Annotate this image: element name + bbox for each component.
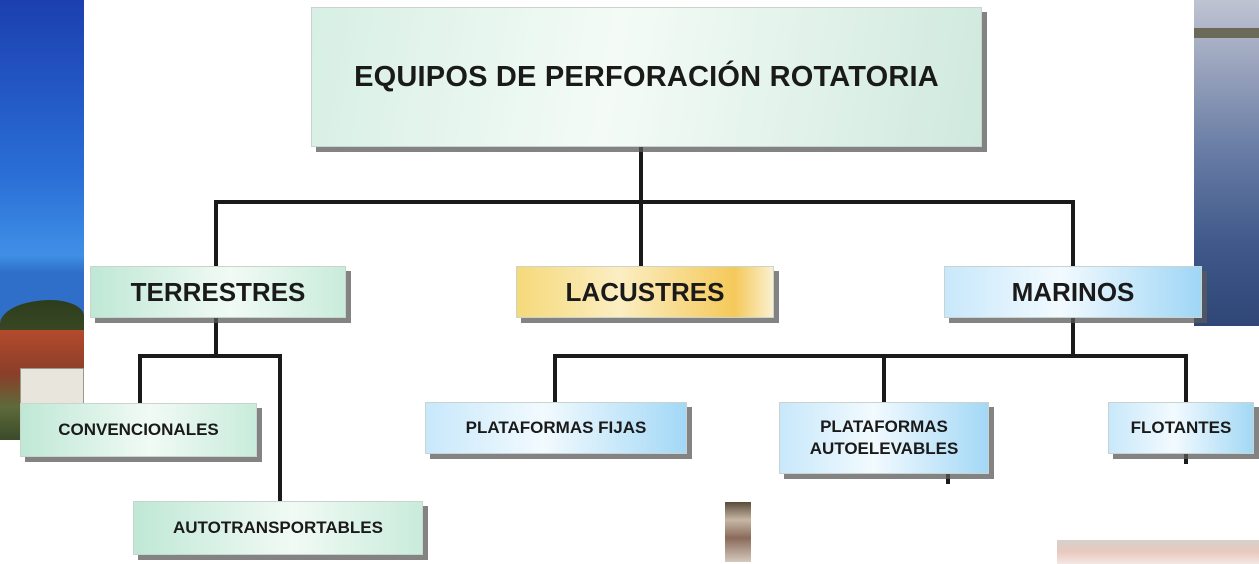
category-label-marinos: MARINOS <box>1011 276 1135 307</box>
offshore-sea-photo <box>1194 0 1259 326</box>
leaf-node-plataformas-fijas: PLATAFORMAS FIJAS <box>425 402 687 454</box>
leaf-node-flotantes: FLOTANTES <box>1108 402 1254 454</box>
category-node-terrestres: TERRESTRES <box>90 266 346 318</box>
leaf-label-convencionales: CONVENCIONALES <box>58 420 219 439</box>
leaf-label-autoelevables-line2: AUTOELEVABLES <box>809 439 959 458</box>
leaf-label-flotantes: FLOTANTES <box>1130 418 1232 437</box>
root-node: EQUIPOS DE PERFORACIÓN ROTATORIA <box>311 7 982 147</box>
leaf-label-plataformas-fijas: PLATAFORMAS FIJAS <box>465 418 647 437</box>
category-label-terrestres: TERRESTRES <box>130 276 306 307</box>
leaf-node-plataformas-autoelevables: PLATAFORMAS AUTOELEVABLES <box>779 402 989 474</box>
leaf-node-convencionales: CONVENCIONALES <box>20 403 257 457</box>
leaf-label-group-autoelevables: PLATAFORMAS AUTOELEVABLES <box>810 416 959 460</box>
root-label: EQUIPOS DE PERFORACIÓN ROTATORIA <box>354 60 939 93</box>
category-node-marinos: MARINOS <box>944 266 1202 318</box>
category-node-lacustres: LACUSTRES <box>516 266 774 318</box>
leaf-label-plataformas-line1: PLATAFORMAS <box>820 417 948 436</box>
leaf-node-autotransportables: AUTOTRANSPORTABLES <box>133 501 423 555</box>
distant-shore <box>1194 28 1259 38</box>
leaf-label-autotransportables: AUTOTRANSPORTABLES <box>173 518 383 537</box>
drilling-rig-land-photo <box>0 0 84 440</box>
offshore-platform-photo <box>1057 540 1259 564</box>
category-label-lacustres: LACUSTRES <box>565 276 725 307</box>
small-rig-photo <box>725 502 751 562</box>
